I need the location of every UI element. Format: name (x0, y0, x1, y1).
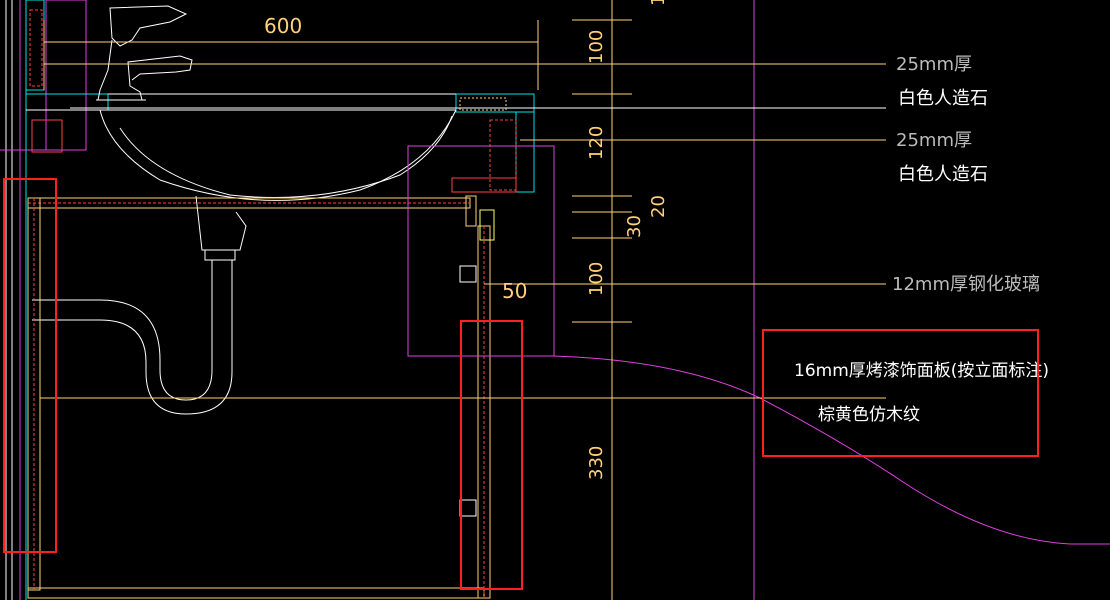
dim-label-50: 50 (502, 279, 527, 303)
cabinet-left-panel (27, 197, 41, 591)
drain-trap (32, 260, 233, 415)
dim-label-600: 600 (264, 14, 302, 38)
dim-label-30: 30 (624, 215, 645, 238)
countertop (25, 93, 535, 193)
leader-lines (40, 63, 886, 399)
highlight-callout-text (762, 329, 1039, 457)
callout-2-material: 白色人造石 (898, 164, 988, 185)
dim-label-partial-top: 15 (648, 0, 669, 6)
highlight-door-panel (460, 320, 523, 590)
callout-4-finish: 棕黄色仿木纹 (818, 405, 920, 425)
callout-1-thickness: 25mm厚 (896, 54, 972, 75)
highlight-left-panel (3, 178, 57, 553)
callout-1-material: 白色人造石 (898, 88, 988, 109)
dimension-600 (43, 20, 539, 90)
door-panel (459, 209, 495, 599)
callout-3-glass: 12mm厚钢化玻璃 (892, 274, 1040, 295)
callout-4-panel: 16mm厚烤漆饰面板(按立面标注) (794, 361, 1049, 381)
vertical-dimension-chain (572, 0, 632, 600)
dim-label-330: 330 (586, 446, 607, 480)
detail-callout-box (407, 145, 555, 357)
dim-label-100-top: 100 (586, 30, 607, 64)
callout-2-thickness: 25mm厚 (896, 130, 972, 151)
dim-label-100-mid: 100 (586, 262, 607, 296)
dim-label-120: 120 (586, 126, 607, 160)
dim-label-20: 20 (648, 195, 669, 218)
basin (99, 109, 457, 261)
faucet (96, 5, 193, 101)
detail-leader-curve (553, 355, 1110, 545)
